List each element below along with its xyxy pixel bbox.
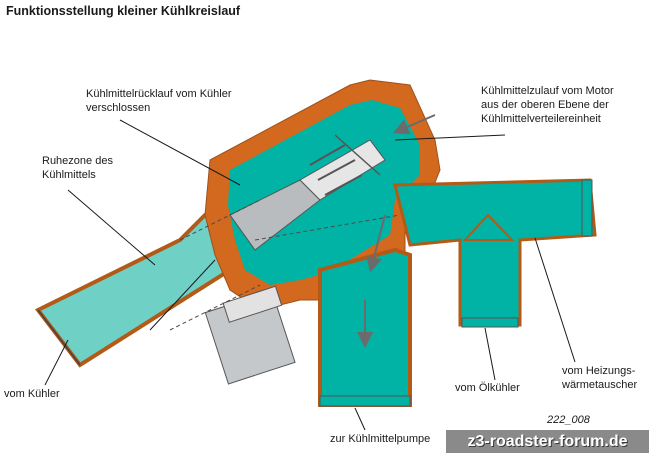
diagram-title: Funktionsstellung kleiner Kühlkreislauf <box>6 4 241 18</box>
thermostat-cartridge <box>229 134 386 251</box>
dashed-outline <box>169 199 401 331</box>
connector-plug <box>204 285 296 385</box>
label-from-oil-cooler: vom Ölkühler <box>455 382 520 394</box>
label-rest-zone: Ruhezone des Kühlmittels <box>42 155 113 181</box>
inflow-arrow <box>392 114 436 135</box>
label-to-pump: zur Kühlmittelpumpe <box>330 433 431 445</box>
flow-arrow-down <box>366 214 386 273</box>
leader-lines <box>44 119 576 431</box>
label-from-heater: vom Heizungs- wärmetauscher <box>562 365 638 391</box>
watermark: z3-roadster-forum.de <box>446 430 649 453</box>
label-inflow-engine: Kühlmittelzulauf vom Motor aus der obere… <box>481 85 614 125</box>
heater-pipe <box>393 178 597 328</box>
label-return-closed: Kühlmittelrücklauf vom Kühler verschloss… <box>86 88 232 114</box>
figure-code: 222_008 <box>547 414 590 426</box>
label-from-radiator: vom Kühler <box>4 388 60 400</box>
